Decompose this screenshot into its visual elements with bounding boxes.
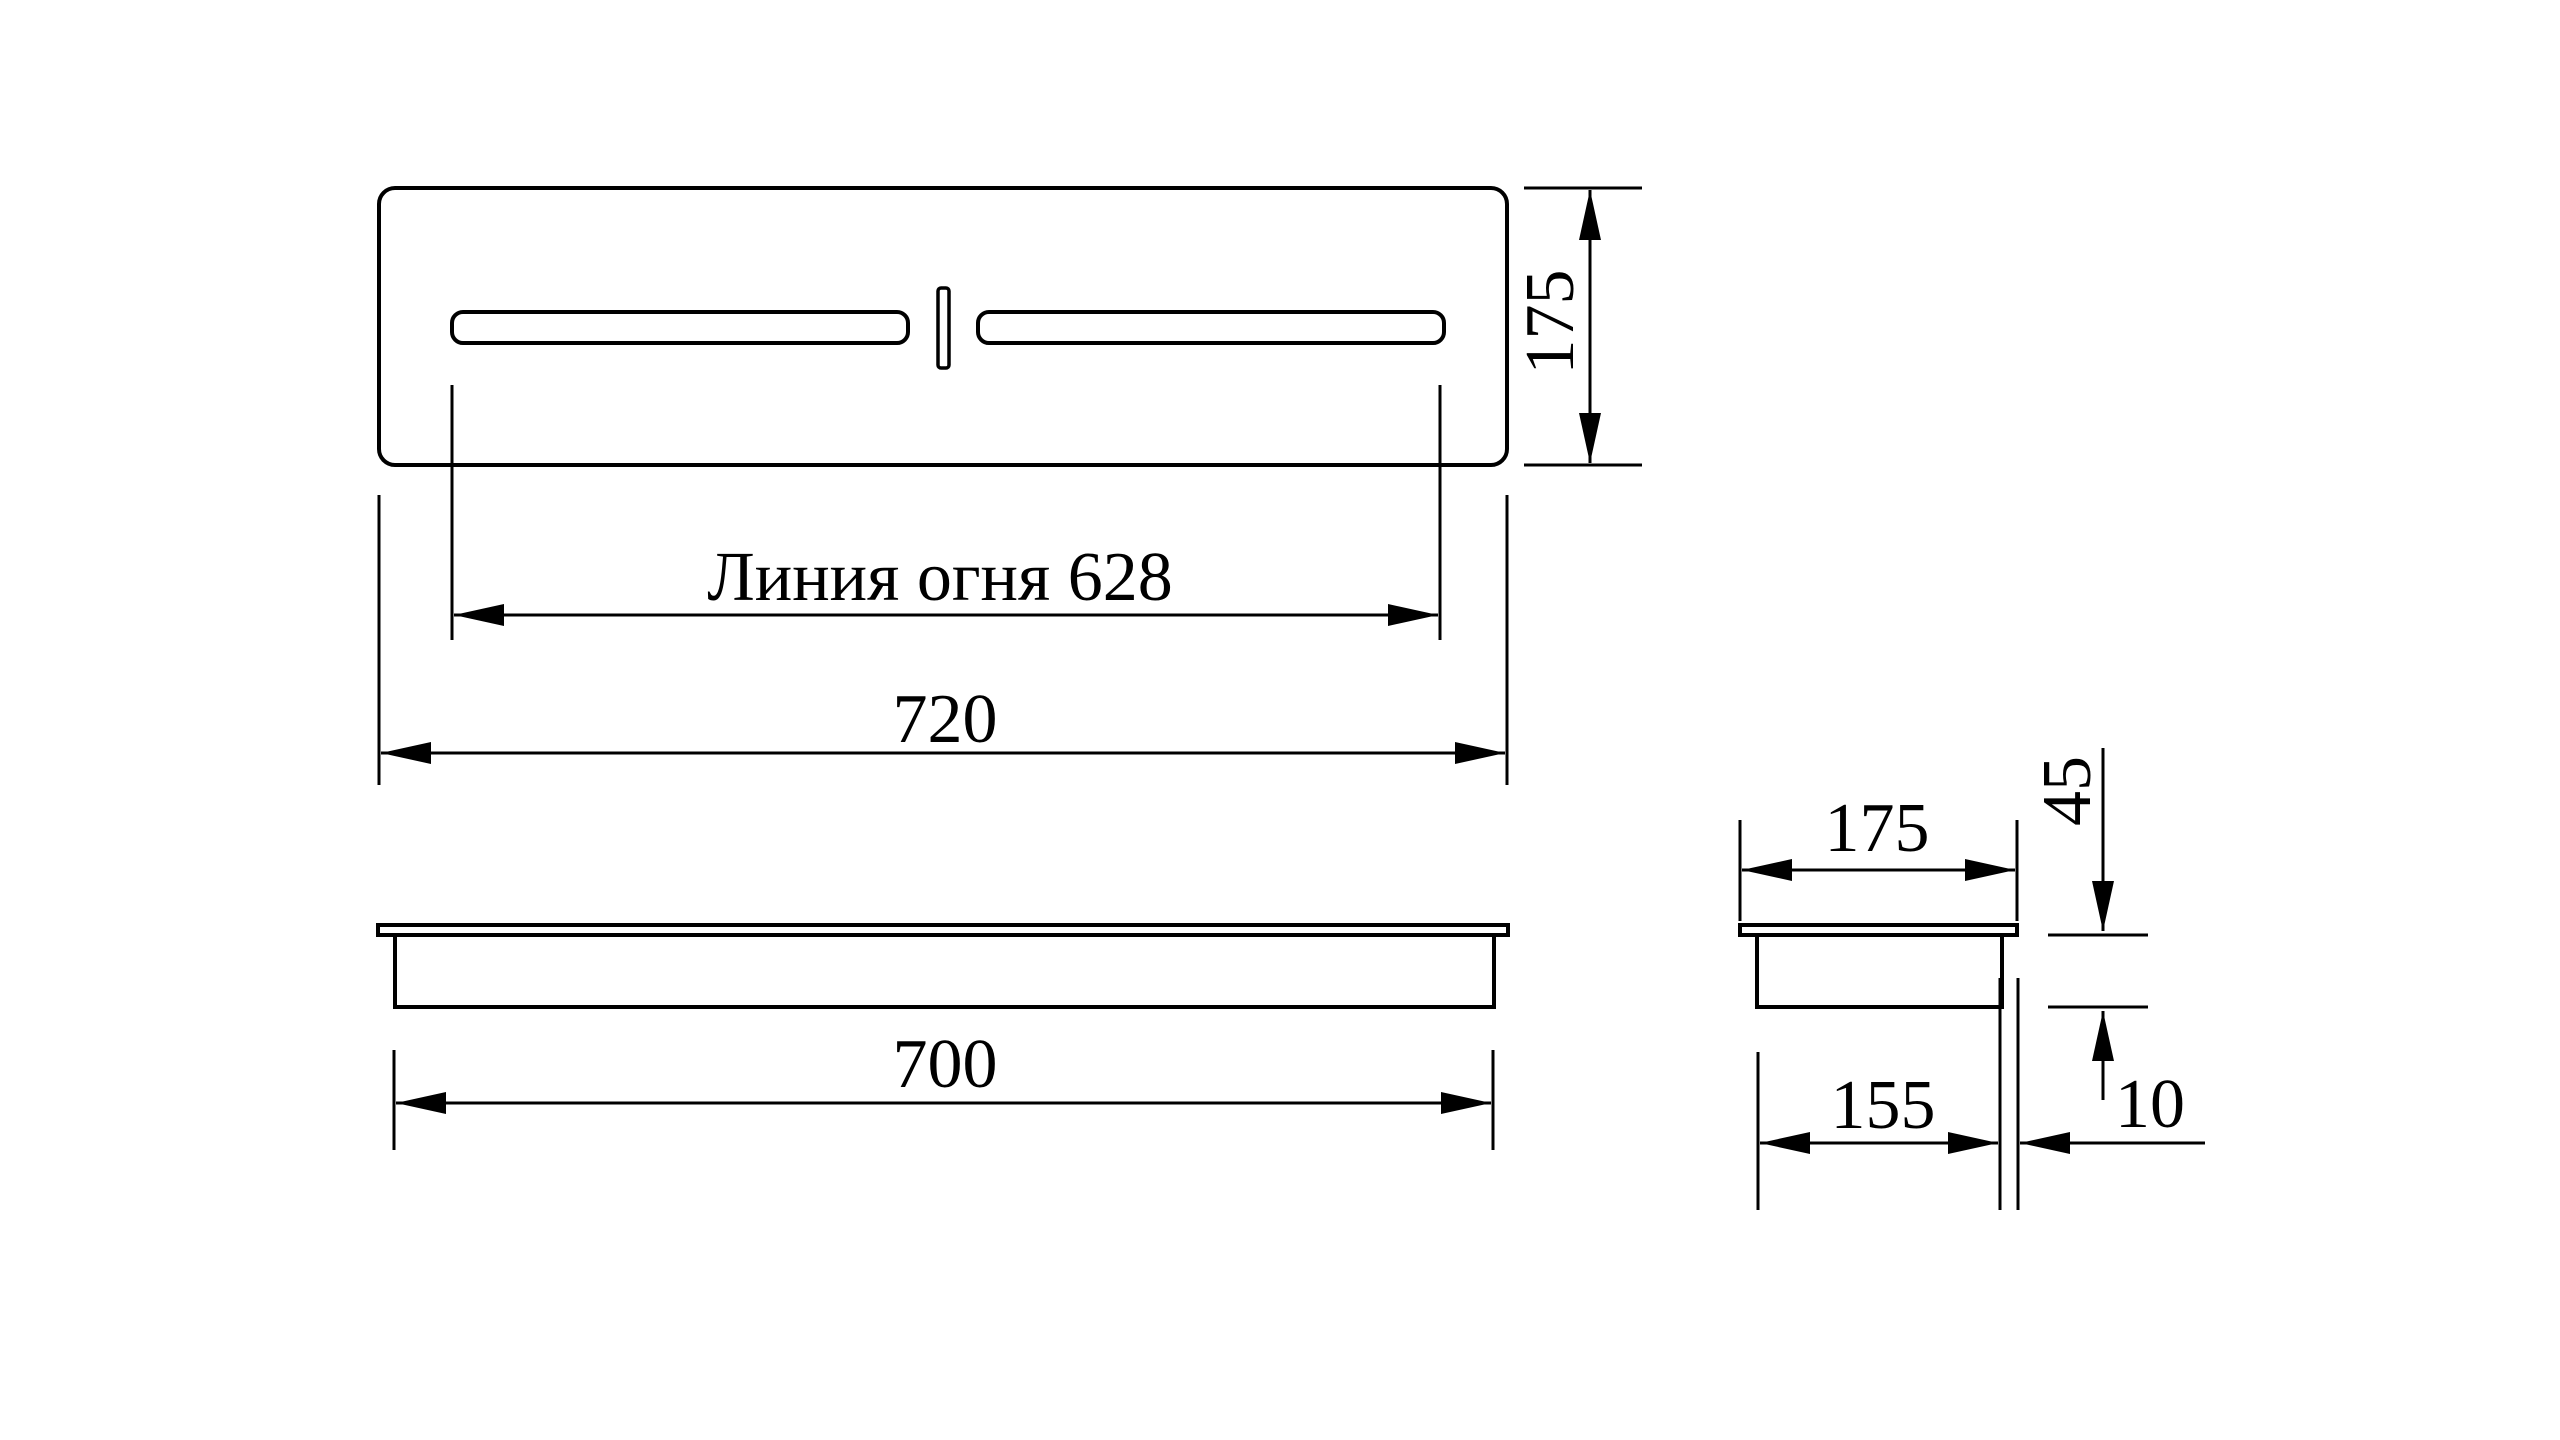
arrowhead-left	[396, 1092, 446, 1114]
arrowhead-right	[1948, 1132, 1998, 1154]
front-width-dimension: 700	[392, 1026, 1495, 1150]
side-body-outline	[1755, 933, 2004, 1009]
plan-width-dimension: 720	[377, 495, 1509, 785]
side-flange-outline	[1738, 923, 2019, 937]
plan-depth-dimension: 175	[1512, 186, 1642, 467]
arrowhead-up	[2092, 1011, 2114, 1061]
front-body-outline	[393, 933, 1496, 1009]
side-width-dimension: 175	[1738, 790, 2019, 921]
side-body-width-dimension: 155	[1756, 978, 2002, 1210]
arrowhead-right	[1441, 1092, 1491, 1114]
overhang-label: 10	[2115, 1066, 2185, 1143]
arrowhead-left	[2020, 1132, 2070, 1154]
side-depth-dimension: 45	[2029, 748, 2148, 1100]
left-burner-slot	[450, 310, 910, 345]
arrowhead-left	[1760, 1132, 1810, 1154]
arrowhead-right	[1965, 859, 2015, 881]
center-divider-slot	[936, 286, 951, 370]
arrowhead-down	[2092, 881, 2114, 931]
arrowhead-right	[1388, 604, 1438, 626]
plan-width-label: 720	[893, 681, 998, 758]
front-flange-outline	[376, 923, 1510, 937]
plan-depth-label: 175	[1512, 270, 1589, 375]
side-depth-label: 45	[2029, 756, 2106, 826]
side-width-label: 175	[1825, 790, 1930, 867]
arrowhead-left	[1742, 859, 1792, 881]
arrowhead-up	[1579, 190, 1601, 240]
arrowhead-right	[1455, 742, 1505, 764]
arrowhead-left	[454, 604, 504, 626]
fire-line-dimension: Линия огня 628	[450, 385, 1442, 640]
flange-overhang-dimension: 10	[2016, 978, 2205, 1210]
arrowhead-down	[1579, 413, 1601, 463]
front-width-label: 700	[893, 1026, 998, 1103]
front-view	[376, 923, 1510, 1009]
arrowhead-left	[381, 742, 431, 764]
plan-view	[377, 186, 1509, 467]
side-view	[1738, 923, 2019, 1009]
fire-line-label: Линия огня 628	[707, 539, 1172, 616]
side-body-width-label: 155	[1831, 1067, 1936, 1144]
right-burner-slot	[976, 310, 1446, 345]
